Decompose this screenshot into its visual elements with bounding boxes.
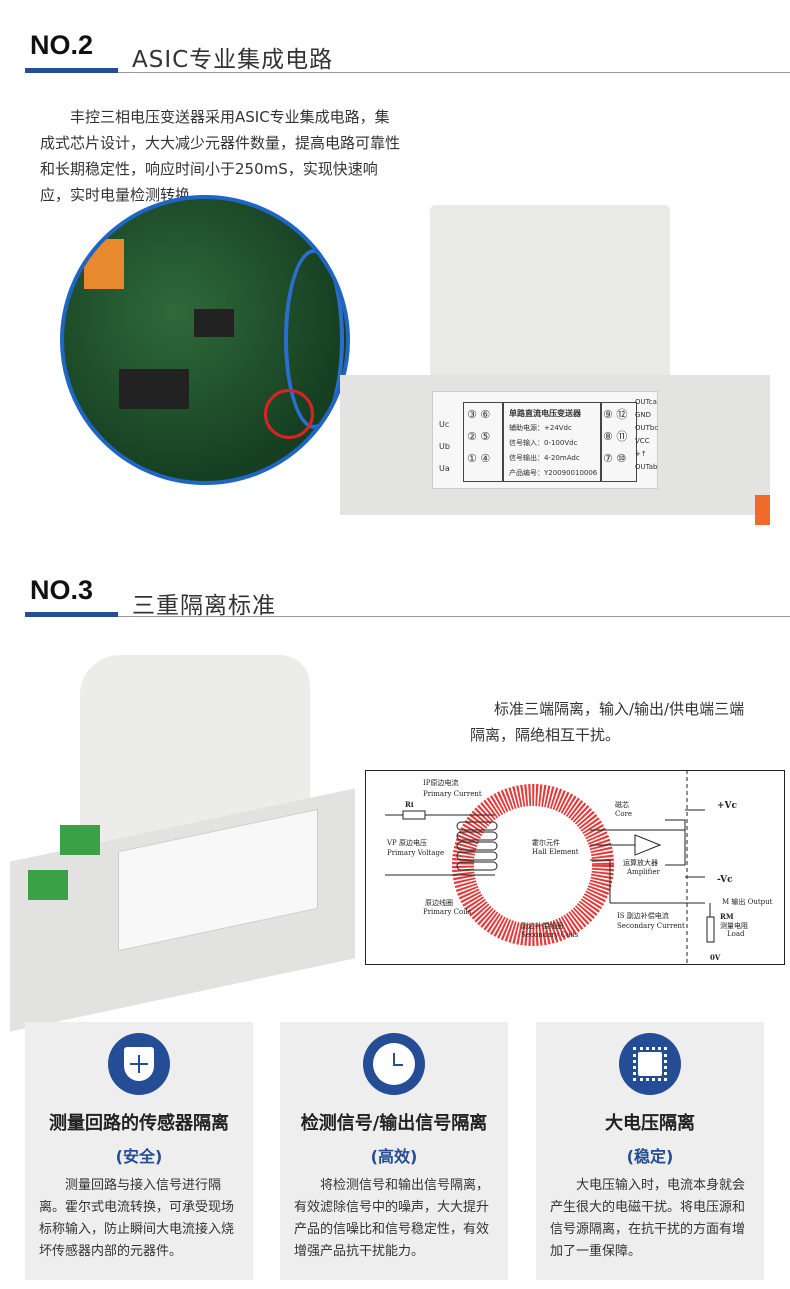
section-title: ASIC专业集成电路 bbox=[132, 47, 334, 73]
section-number: NO.2 bbox=[30, 30, 94, 60]
diagram-label: Load bbox=[727, 930, 745, 938]
diagram-label: Secondary Coils bbox=[521, 931, 579, 939]
diagram-label: IP原边电流 bbox=[423, 778, 458, 787]
diagram-label: +Vc bbox=[717, 801, 738, 811]
terminal-label: VCC bbox=[635, 437, 650, 445]
diagram-label: M 输出 Output bbox=[722, 897, 773, 906]
card-title: 测量回路的传感器隔离 bbox=[49, 1113, 229, 1134]
diagram-label: 副边补偿线圈 bbox=[521, 921, 563, 930]
feature-card: 检测信号/输出信号隔离 (高效) 将检测信号和输出信号隔离，有效滤除信号中的噪声… bbox=[280, 1022, 508, 1280]
card-subtitle: (安全) bbox=[115, 1147, 163, 1166]
diagram-label: -Vc bbox=[717, 875, 733, 885]
label-line: 信号输入：0-100Vdc bbox=[509, 439, 578, 447]
accent-bar bbox=[25, 612, 118, 617]
accent-bar bbox=[25, 68, 118, 73]
terminal-label: +↑ bbox=[635, 450, 647, 458]
chip-icon bbox=[619, 1033, 681, 1095]
label-line: 产品编号：Y20090010006 bbox=[509, 469, 598, 477]
section-title: 三重隔离标准 bbox=[132, 593, 276, 619]
diagram-label: Primary Coils bbox=[423, 908, 472, 916]
diagram-label: VP 原边电压 bbox=[386, 838, 427, 847]
card-body: 大电压输入时，电流本身就会产生很大的电磁干扰。将电压源和信号源隔离，在抗干扰的方… bbox=[550, 1178, 746, 1259]
pcb-image bbox=[60, 195, 350, 485]
terminal-label: OUTab bbox=[635, 463, 658, 471]
card-body: 测量回路与接入信号进行隔离。霍尔式电流转换，可承受现场标称输入，防止瞬间大电流接… bbox=[39, 1178, 235, 1259]
diagram-label: 运算放大器 bbox=[623, 858, 658, 867]
section-number: NO.3 bbox=[30, 575, 94, 605]
terminal-label: OUTca bbox=[635, 398, 657, 406]
clock-icon bbox=[363, 1033, 425, 1095]
card-subtitle: (稳定) bbox=[626, 1147, 674, 1166]
diagram-label: Primary Current bbox=[423, 790, 482, 798]
hall-sensor-diagram: IP原边电流 Primary Current Ri VP 原边电压 Primar… bbox=[365, 770, 785, 965]
label-line: 辅助电源：+24Vdc bbox=[509, 424, 572, 432]
label-line: 信号输出：4-20mAdc bbox=[509, 454, 580, 462]
divider bbox=[118, 616, 790, 617]
diagram-label: Secondary Current bbox=[617, 922, 685, 930]
diagram-label: 磁芯 bbox=[615, 800, 629, 809]
card-title: 大电压隔离 bbox=[605, 1113, 695, 1134]
diagram-label: Core bbox=[615, 810, 632, 818]
terminal-pair: ⑧ ⑪ bbox=[603, 430, 628, 443]
card-title: 检测信号/输出信号隔离 bbox=[300, 1113, 488, 1134]
feature-card: 大电压隔离 (稳定) 大电压输入时，电流本身就会产生很大的电磁干扰。将电压源和信… bbox=[536, 1022, 764, 1280]
terminal-label: OUTbc bbox=[635, 424, 659, 432]
terminal-pair: ⑦ ⑩ bbox=[603, 452, 627, 465]
diagram-label: IS 副边补偿电流 bbox=[617, 911, 669, 920]
feature-card: 测量回路的传感器隔离 (安全) 测量回路与接入信号进行隔离。霍尔式电流转换，可承… bbox=[25, 1022, 253, 1280]
terminal-label: Uc bbox=[439, 420, 450, 429]
terminal-pair: ① ④ bbox=[467, 452, 491, 465]
terminal-pair: ③ ⑥ bbox=[467, 408, 491, 421]
terminal-pair: ② ⑤ bbox=[467, 430, 491, 443]
diagram-label: 霍尔元件 bbox=[532, 838, 560, 847]
terminal-label: Ua bbox=[439, 464, 450, 473]
card-body: 将检测信号和输出信号隔离，有效滤除信号中的噪声，大大提升产品的信噪比和信号稳定性… bbox=[294, 1178, 490, 1259]
terminal-label: Ub bbox=[439, 442, 450, 451]
section-paragraph: 标准三端隔离，输入/输出/供电端三端隔离，隔绝相互干扰。 bbox=[470, 700, 745, 744]
diagram-label: 0V bbox=[710, 953, 721, 962]
diagram-label: 测量电阻 bbox=[720, 921, 748, 930]
shield-plus-icon bbox=[108, 1033, 170, 1095]
card-subtitle: (高效) bbox=[370, 1147, 418, 1166]
label-title: 单路直流电压变送器 bbox=[509, 409, 581, 418]
divider bbox=[118, 72, 790, 73]
terminal-pair: ⑨ ⑫ bbox=[603, 408, 628, 421]
diagram-label: RM bbox=[720, 912, 734, 921]
device-image bbox=[0, 655, 365, 1032]
diagram-label: Hall Element bbox=[532, 848, 579, 856]
terminal-label: GND bbox=[635, 411, 652, 419]
diagram-label: Ri bbox=[405, 800, 414, 809]
section-paragraph: 丰控三相电压变送器采用ASIC专业集成电路，集成式芯片设计，大大减少元器件数量，… bbox=[40, 108, 401, 204]
device-image: ③ ⑥ ② ⑤ ① ④ Uc Ub Ua 单路直流电压变送器 辅助电源：+24V… bbox=[340, 205, 770, 530]
diagram-label: Amplifier bbox=[626, 868, 660, 876]
diagram-label: Primary Voltage bbox=[387, 849, 444, 857]
diagram-label: 原边线圈 bbox=[425, 898, 453, 907]
